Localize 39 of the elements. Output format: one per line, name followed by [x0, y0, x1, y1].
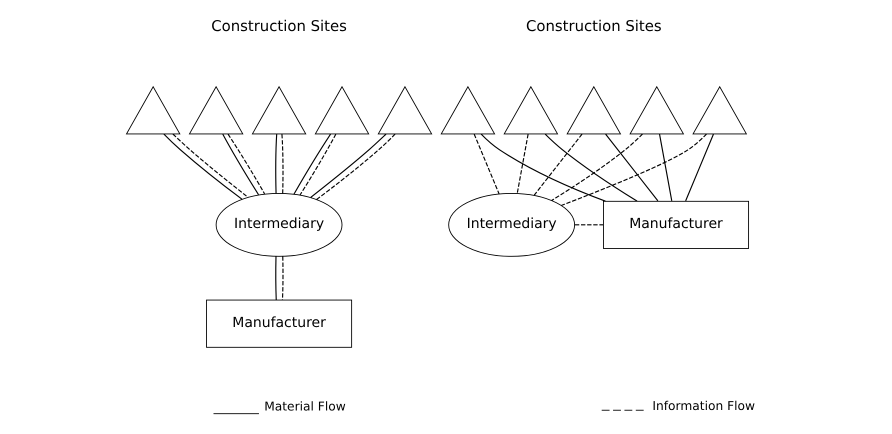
connector — [280, 134, 284, 194]
connector — [684, 134, 714, 202]
connector — [533, 134, 582, 196]
node-box: Manufacturer — [206, 300, 352, 348]
connector — [574, 224, 603, 226]
connector — [516, 134, 528, 194]
node-triangle — [188, 86, 244, 134]
connector — [480, 134, 606, 202]
connector — [162, 134, 242, 200]
node-triangle — [502, 86, 558, 134]
node-triangle — [566, 86, 621, 134]
connector — [227, 134, 265, 194]
label: Construction Sites — [526, 16, 662, 35]
node-triangle — [628, 86, 684, 134]
legend-label: Material Flow — [264, 399, 346, 414]
connector — [274, 134, 277, 194]
connector — [310, 134, 386, 198]
connector — [292, 134, 331, 195]
node-triangle — [440, 86, 495, 134]
node-triangle — [692, 86, 747, 134]
connector — [298, 134, 336, 196]
legend-label: Information Flow — [652, 398, 755, 413]
connector — [560, 134, 706, 206]
connector — [316, 134, 396, 200]
connector — [172, 134, 248, 198]
node-ellipse: Intermediary — [215, 192, 342, 257]
connector — [222, 134, 258, 195]
connector — [274, 256, 276, 300]
connector — [604, 134, 658, 202]
connector — [658, 134, 672, 201]
node-ellipse: Intermediary — [448, 192, 575, 257]
node-triangle — [125, 86, 180, 134]
node-triangle — [314, 86, 369, 134]
label: Construction Sites — [210, 16, 346, 35]
connector — [473, 134, 500, 194]
node-triangle — [251, 86, 306, 134]
node-triangle — [377, 86, 432, 134]
node-box: Manufacturer — [602, 200, 749, 249]
connector — [281, 256, 284, 300]
